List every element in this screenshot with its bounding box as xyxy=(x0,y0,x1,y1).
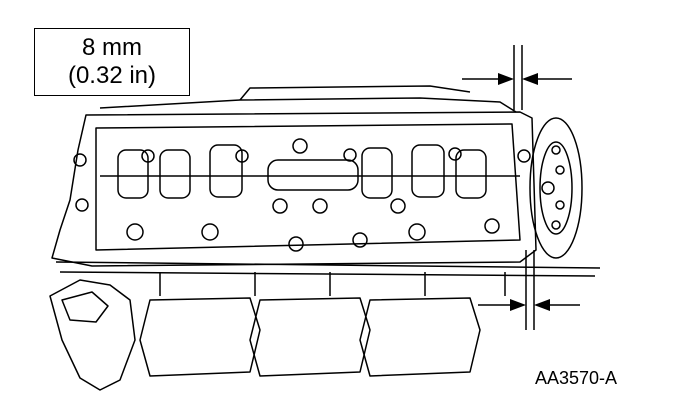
camshaft-lobes xyxy=(100,144,520,199)
dimension-callout-box: 8 mm (0.32 in) xyxy=(34,28,190,96)
bottom-dimension-arrows xyxy=(478,299,580,311)
cylinder-head-body xyxy=(51,85,601,277)
lower-manifold-area xyxy=(49,272,506,391)
figure-identifier: AA3570-A xyxy=(535,368,618,388)
dimension-metric-label: 8 mm xyxy=(82,34,142,61)
camshaft-sprocket xyxy=(529,117,583,259)
measurement-reference-lines xyxy=(513,45,535,330)
dimension-imperial-label: (0.32 in) xyxy=(67,62,157,89)
head-bolts xyxy=(73,138,531,252)
top-dimension-arrows xyxy=(462,73,572,85)
